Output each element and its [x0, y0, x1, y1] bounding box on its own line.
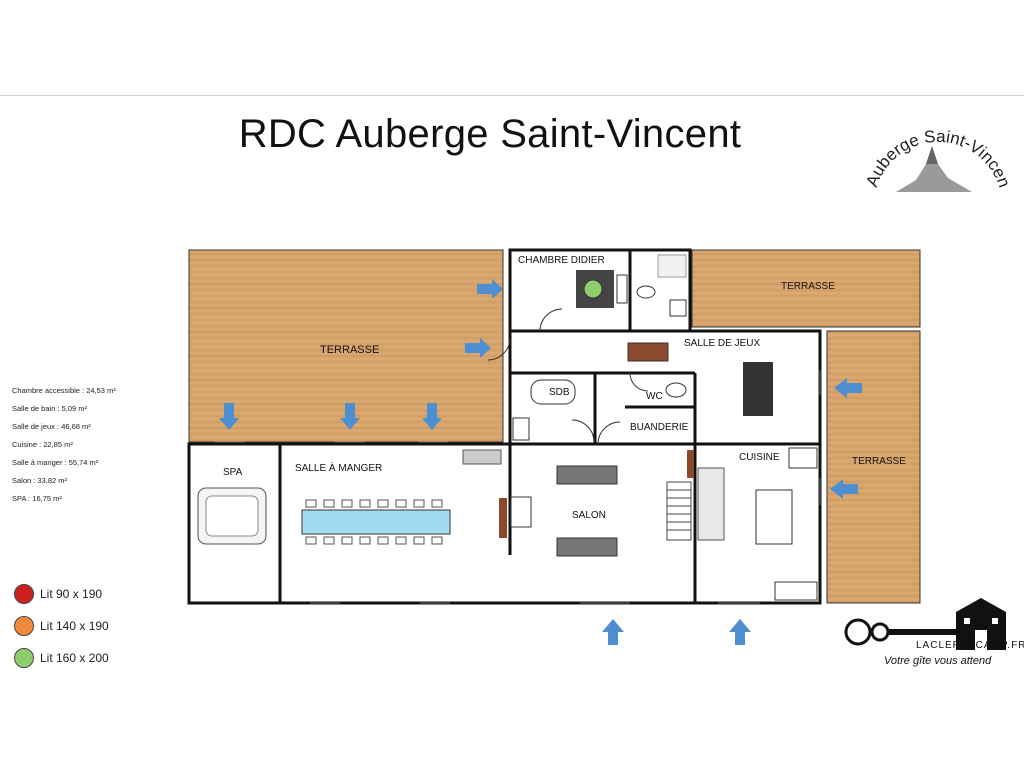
brand-slogan: Votre gîte vous attend [884, 655, 992, 667]
dining-table-icon [301, 509, 451, 535]
room-label-salle-manger: SALLE À MANGER [295, 461, 382, 474]
arrow-icon [602, 619, 624, 645]
toilet-icon [665, 382, 687, 398]
room-label-chambre: CHAMBRE DIDIER [518, 255, 605, 266]
bed-legend: Lit 90 x 190 Lit 140 x 190 Lit 160 x 200 [14, 578, 109, 674]
appliance-icon [774, 581, 818, 601]
brand-name: LACLEFDECAMP.FR [916, 640, 1024, 651]
furniture [197, 254, 818, 601]
auberge-logo: Auberge Saint-Vincent [860, 116, 1010, 192]
green-dot-icon [583, 279, 603, 299]
house-icon [956, 598, 1006, 650]
cabinet-icon [499, 498, 507, 538]
doors [487, 308, 649, 445]
arrow-icon [477, 279, 503, 299]
legend-label: Lit 140 x 190 [40, 619, 109, 633]
billiard-table-icon [743, 362, 773, 416]
sofa-icon [556, 537, 618, 557]
area-item: Salle de jeux : 46,68 m² [12, 422, 91, 431]
room-label-terrasse: TERRASSE [852, 456, 906, 467]
stairs-icon [666, 481, 692, 541]
orange-dot-icon [14, 616, 34, 636]
bathtub-icon [530, 379, 576, 405]
arrow-icon [830, 479, 858, 499]
arrow-icon [422, 403, 442, 430]
sink-icon [512, 417, 530, 441]
area-item: SPA : 16,75 m² [12, 494, 62, 503]
sofa-icon [556, 465, 618, 485]
page-title: RDC Auberge Saint-Vincent [238, 112, 742, 156]
room-label-terrasse: TERRASSE [320, 344, 379, 356]
room-label-wc: WC [646, 391, 663, 402]
cooktop-icon [788, 447, 818, 469]
legend-item: Lit 160 x 200 [14, 642, 109, 674]
room-label-terrasse: TERRASSE [781, 281, 835, 292]
windows [215, 370, 821, 604]
toilet-icon [636, 285, 656, 299]
area-item: Salle à manger : 55,74 m² [12, 458, 99, 467]
top-divider [0, 95, 1024, 96]
area-item: Salon : 33,82 m² [12, 476, 68, 485]
legend-item: Lit 90 x 190 [14, 578, 109, 610]
entry-arrows [219, 279, 862, 645]
foosball-icon [627, 342, 669, 362]
counter-icon [697, 467, 725, 541]
legend-label: Lit 160 x 200 [40, 651, 109, 665]
area-item: Chambre accessible : 24,53 m² [12, 386, 116, 395]
room-label-spa: SPA [223, 467, 243, 478]
legend-item: Lit 140 x 190 [14, 610, 109, 642]
key-icon [844, 618, 872, 646]
red-dot-icon [14, 584, 34, 604]
room-areas-list: Chambre accessible : 24,53 m² Salle de b… [12, 382, 116, 508]
legend-label: Lit 90 x 190 [40, 587, 103, 601]
terrace-east [826, 330, 921, 604]
room-label-buanderie: BUANDERIE [630, 422, 689, 433]
room-label-salon: SALON [572, 510, 606, 521]
sink-icon [462, 449, 502, 465]
arrow-icon [834, 378, 862, 398]
fireplace-icon [510, 496, 532, 528]
terrace-north-east [691, 249, 921, 328]
area-item: Salle de bain : 5,09 m² [12, 404, 88, 413]
arrow-icon [340, 403, 360, 430]
mont-icon [896, 146, 972, 192]
room-label-sdb: SDB [549, 387, 570, 398]
green-dot-icon [14, 648, 34, 668]
area-item: Cuisine : 22,85 m² [12, 440, 73, 449]
room-label-salle-jeux: SALLE DE JEUX [684, 338, 760, 349]
sink-icon [669, 299, 687, 317]
key-house-logo [844, 598, 1006, 650]
shower-icon [657, 254, 687, 278]
cabinet-icon [687, 450, 694, 478]
room-label-cuisine: CUISINE [739, 452, 780, 463]
arrow-icon [465, 338, 491, 358]
arrow-icon [219, 403, 239, 430]
chairs [305, 499, 443, 545]
kitchen-table-icon [755, 489, 793, 545]
arrow-icon [729, 619, 751, 645]
